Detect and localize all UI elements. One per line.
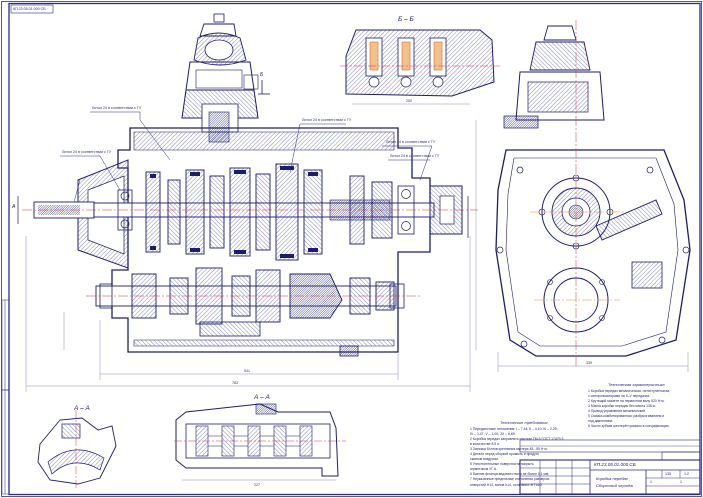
section-bb-view xyxy=(340,29,500,105)
inner-frame xyxy=(8,2,701,496)
tech-spec-line: с синхронизаторами на II–V передачах. xyxy=(588,394,651,399)
tech-req-line: 7 Неуказанные предельные отклонения разм… xyxy=(470,477,550,482)
callout-5: Литол 24 в соответствии с ТУ xyxy=(390,154,440,158)
tech-req-line: 1 Передаточные отношения: I – 7,44; II –… xyxy=(470,427,558,431)
tech-req-line: сжатым воздухом. xyxy=(470,457,499,462)
tech-requirements-title: Технические требования xyxy=(500,420,548,425)
section-aa-left-label: А – А xyxy=(74,405,90,412)
tech-spec-line: 3 Масса коробки передач без масла 135 кг… xyxy=(588,404,656,409)
main-gear-set xyxy=(145,163,393,261)
title-name-line2: Сборочный чертёж xyxy=(596,483,634,488)
title-designation: КП.23.05.01.000 СБ xyxy=(594,462,636,467)
section-bb-label: Б – Б xyxy=(398,16,414,23)
cut-mark-a: А xyxy=(12,204,16,210)
callout-leaders xyxy=(60,111,433,203)
tech-req-line: 2 Коробка передач заправлять маслом ТМ-5… xyxy=(470,437,564,442)
title-sheets: 1 xyxy=(680,479,682,484)
shift-tower xyxy=(181,13,259,143)
tech-spec-line: под давлением. xyxy=(588,419,613,424)
tech-spec-list: 1 Коробка передач механическая, пятиступ… xyxy=(588,389,670,429)
section-aa-bottom-view xyxy=(174,403,346,481)
binding-box-2 xyxy=(1,389,10,495)
frame-tag-box xyxy=(10,4,54,14)
tech-spec-line: 5 Смазка комбинированная: разбрызгивание… xyxy=(588,414,665,419)
title-block xyxy=(519,451,701,495)
section-aa-bottom-label: А – А xyxy=(254,394,270,401)
cut-mark-b: Б xyxy=(260,72,264,78)
revision-strip xyxy=(519,439,701,453)
frame-tag: КП.23.05.01.000 СБ xyxy=(13,6,46,11)
section-aa-left-view xyxy=(37,410,117,490)
dim-bb-width: 250 xyxy=(406,99,412,103)
dim-aa-width: 227 xyxy=(254,483,260,487)
tech-req-line: 3 Затяжка болтов крепления картера 45...… xyxy=(470,447,548,452)
title-scale: 1:2 xyxy=(684,472,689,476)
title-name-line1: Коробка передач xyxy=(596,476,628,481)
title-sheet: 1 xyxy=(650,479,652,484)
tech-requirements-list: 1 Передаточные отношения: I – 7,44; II –… xyxy=(470,427,563,488)
tech-req-line: 4 Детали перед сборкой промыть и продуть xyxy=(470,452,540,457)
tech-spec-line: 4 Привод управления механический. xyxy=(588,409,646,414)
tech-req-line: 6 Биение фланца ведомого вала не более 0… xyxy=(470,472,550,477)
tech-req-line: 5 Уплотнительные поверхности покрыть xyxy=(470,462,534,467)
tech-spec-title: Техническая характеристика xyxy=(608,382,665,387)
title-mass: 135 xyxy=(665,472,671,476)
callout-2: Литол 24 в соответствии с ТУ xyxy=(62,150,112,154)
dim-lower-length: 541 xyxy=(244,369,250,373)
end-view xyxy=(495,20,691,372)
callout-1: Литол 24 в соответствии с ТУ xyxy=(92,106,142,110)
binding-box-1 xyxy=(1,299,10,391)
callout-4: Литол 24 в соответствии с ТУ xyxy=(386,140,436,144)
dim-end-view-width: 339 xyxy=(586,361,592,365)
callout-3: Литол 24 в соответствии с ТУ xyxy=(302,118,352,122)
tech-spec-line: 2 Крутящий момент на первичном валу 520 … xyxy=(588,399,665,404)
dimension-lines xyxy=(25,120,477,392)
tech-req-line: в количестве 8,5 л. xyxy=(470,442,501,447)
tech-req-line: IV – 1,47; V – 1,00; ЗХ – 6,69. xyxy=(470,432,516,437)
dim-overall-length: 783 xyxy=(232,381,238,385)
tech-spec-line: 1 Коробка передач механическая, пятиступ… xyxy=(588,389,671,393)
tech-spec-line: 6 Число зубьев шестерён указано в специф… xyxy=(588,424,670,429)
tech-req-line: герметиком УГ-6. xyxy=(470,467,498,472)
tech-req-line: отверстий Н14, валов h14, остальных ±IT1… xyxy=(470,482,543,487)
end-housing xyxy=(495,149,691,357)
main-section-view xyxy=(17,13,478,392)
